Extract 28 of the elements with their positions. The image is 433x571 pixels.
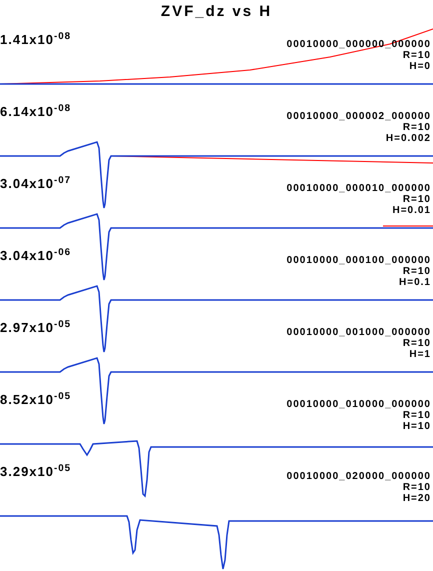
- panel-label: H=1: [409, 349, 431, 360]
- panel-label: H=0.002: [386, 133, 431, 144]
- scale-value: 2.97x10$^{-05}$: [0, 321, 72, 334]
- panel-label: 00010000_000100_000000: [286, 255, 431, 266]
- panel-label: R=10: [402, 266, 431, 277]
- panel-label: R=10: [402, 122, 431, 133]
- panel-label: H=10: [402, 421, 431, 432]
- scale-value: 6.14x10$^{-08}$: [0, 105, 72, 118]
- panel-label: R=10: [402, 338, 431, 349]
- panel-label: R=10: [402, 482, 431, 493]
- scale-value: 3.04x10$^{-06}$: [0, 249, 72, 262]
- chart-title: ZVF_dz vs H: [160, 2, 274, 22]
- panel-label: R=10: [402, 194, 431, 205]
- scale-value: 3.29x10$^{-05}$: [0, 465, 72, 478]
- scale-value: 8.52x10$^{-05}$: [0, 393, 72, 406]
- panel-label: H=0.1: [399, 277, 431, 288]
- panel-label: H=0: [409, 61, 431, 72]
- panel-label: R=10: [402, 410, 431, 421]
- scale-value: 3.04x10$^{-07}$: [0, 177, 72, 190]
- panel-label: H=0.01: [392, 205, 431, 216]
- panel-label: 00010000_001000_000000: [286, 327, 431, 338]
- panel-label: H=20: [402, 493, 431, 504]
- panel-label: 00010000_020000_000000: [286, 471, 431, 482]
- panel-label: 00010000_010000_000000: [286, 399, 431, 410]
- panel-label: 00010000_000002_000000: [286, 111, 431, 122]
- scale-value: 1.41x10$^{-08}$: [0, 33, 72, 46]
- panel-label: R=10: [402, 50, 431, 61]
- panel-label: 00010000_000010_000000: [286, 183, 431, 194]
